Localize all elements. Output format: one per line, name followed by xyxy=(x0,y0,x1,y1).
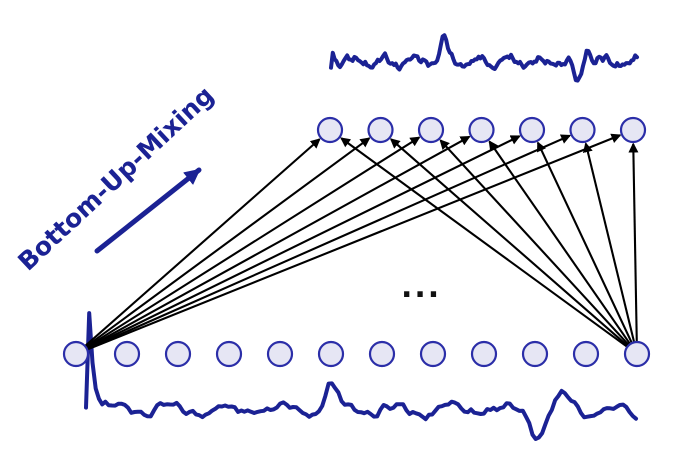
bottom-node-11 xyxy=(572,340,600,368)
connection-arrow-left-5 xyxy=(80,135,521,353)
connection-edges xyxy=(79,133,639,353)
top-signal-waveform xyxy=(329,33,639,83)
bottom-signal-waveform xyxy=(84,311,638,441)
bottom-node-7 xyxy=(368,340,396,368)
bottom-waveform-line xyxy=(84,311,638,441)
bottom-node-5 xyxy=(266,340,294,368)
top-node-7 xyxy=(619,116,647,144)
top-node-4 xyxy=(468,116,495,144)
bottom-node-6 xyxy=(317,340,345,368)
bottom-up-direction-arrow xyxy=(94,167,202,254)
connection-arrow-left-4 xyxy=(80,135,471,353)
connection-arrow-left-7 xyxy=(81,133,622,353)
ellipsis-indicator: ... xyxy=(401,270,441,305)
bottom-node-4 xyxy=(215,340,243,368)
connection-arrow-right-6 xyxy=(582,142,637,349)
connection-arrow-right-7 xyxy=(628,142,639,349)
connection-arrow-right-2 xyxy=(389,138,634,351)
bottom-node-1 xyxy=(62,340,90,368)
bottom-up-mixing-label-group: Bottom-Up-Mixing xyxy=(12,80,219,276)
bottom-node-3 xyxy=(164,340,192,368)
connection-arrow-right-3 xyxy=(439,139,634,351)
connection-arrow-right-5 xyxy=(536,141,636,350)
top-waveform-line xyxy=(329,33,639,83)
connection-arrow-left-2 xyxy=(80,137,371,352)
connection-arrow-left-6 xyxy=(81,134,572,353)
connection-arrow-right-4 xyxy=(488,140,635,350)
top-node-5 xyxy=(518,116,546,144)
top-node-3 xyxy=(417,116,445,144)
top-node-2 xyxy=(367,116,394,144)
bottom-node-2 xyxy=(113,340,141,368)
top-node-1 xyxy=(316,116,344,144)
bottom-node-10 xyxy=(521,340,549,368)
bottom-node-9 xyxy=(470,340,498,368)
top-node-layer xyxy=(316,116,647,144)
bottom-node-layer xyxy=(62,340,651,368)
bottom-node-8 xyxy=(419,340,447,368)
connection-arrow-left-1 xyxy=(79,138,321,351)
top-node-6 xyxy=(569,116,596,144)
connection-arrow-left-3 xyxy=(80,136,421,352)
bottom-node-12 xyxy=(623,340,651,368)
connection-arrow-right-1 xyxy=(340,137,633,352)
